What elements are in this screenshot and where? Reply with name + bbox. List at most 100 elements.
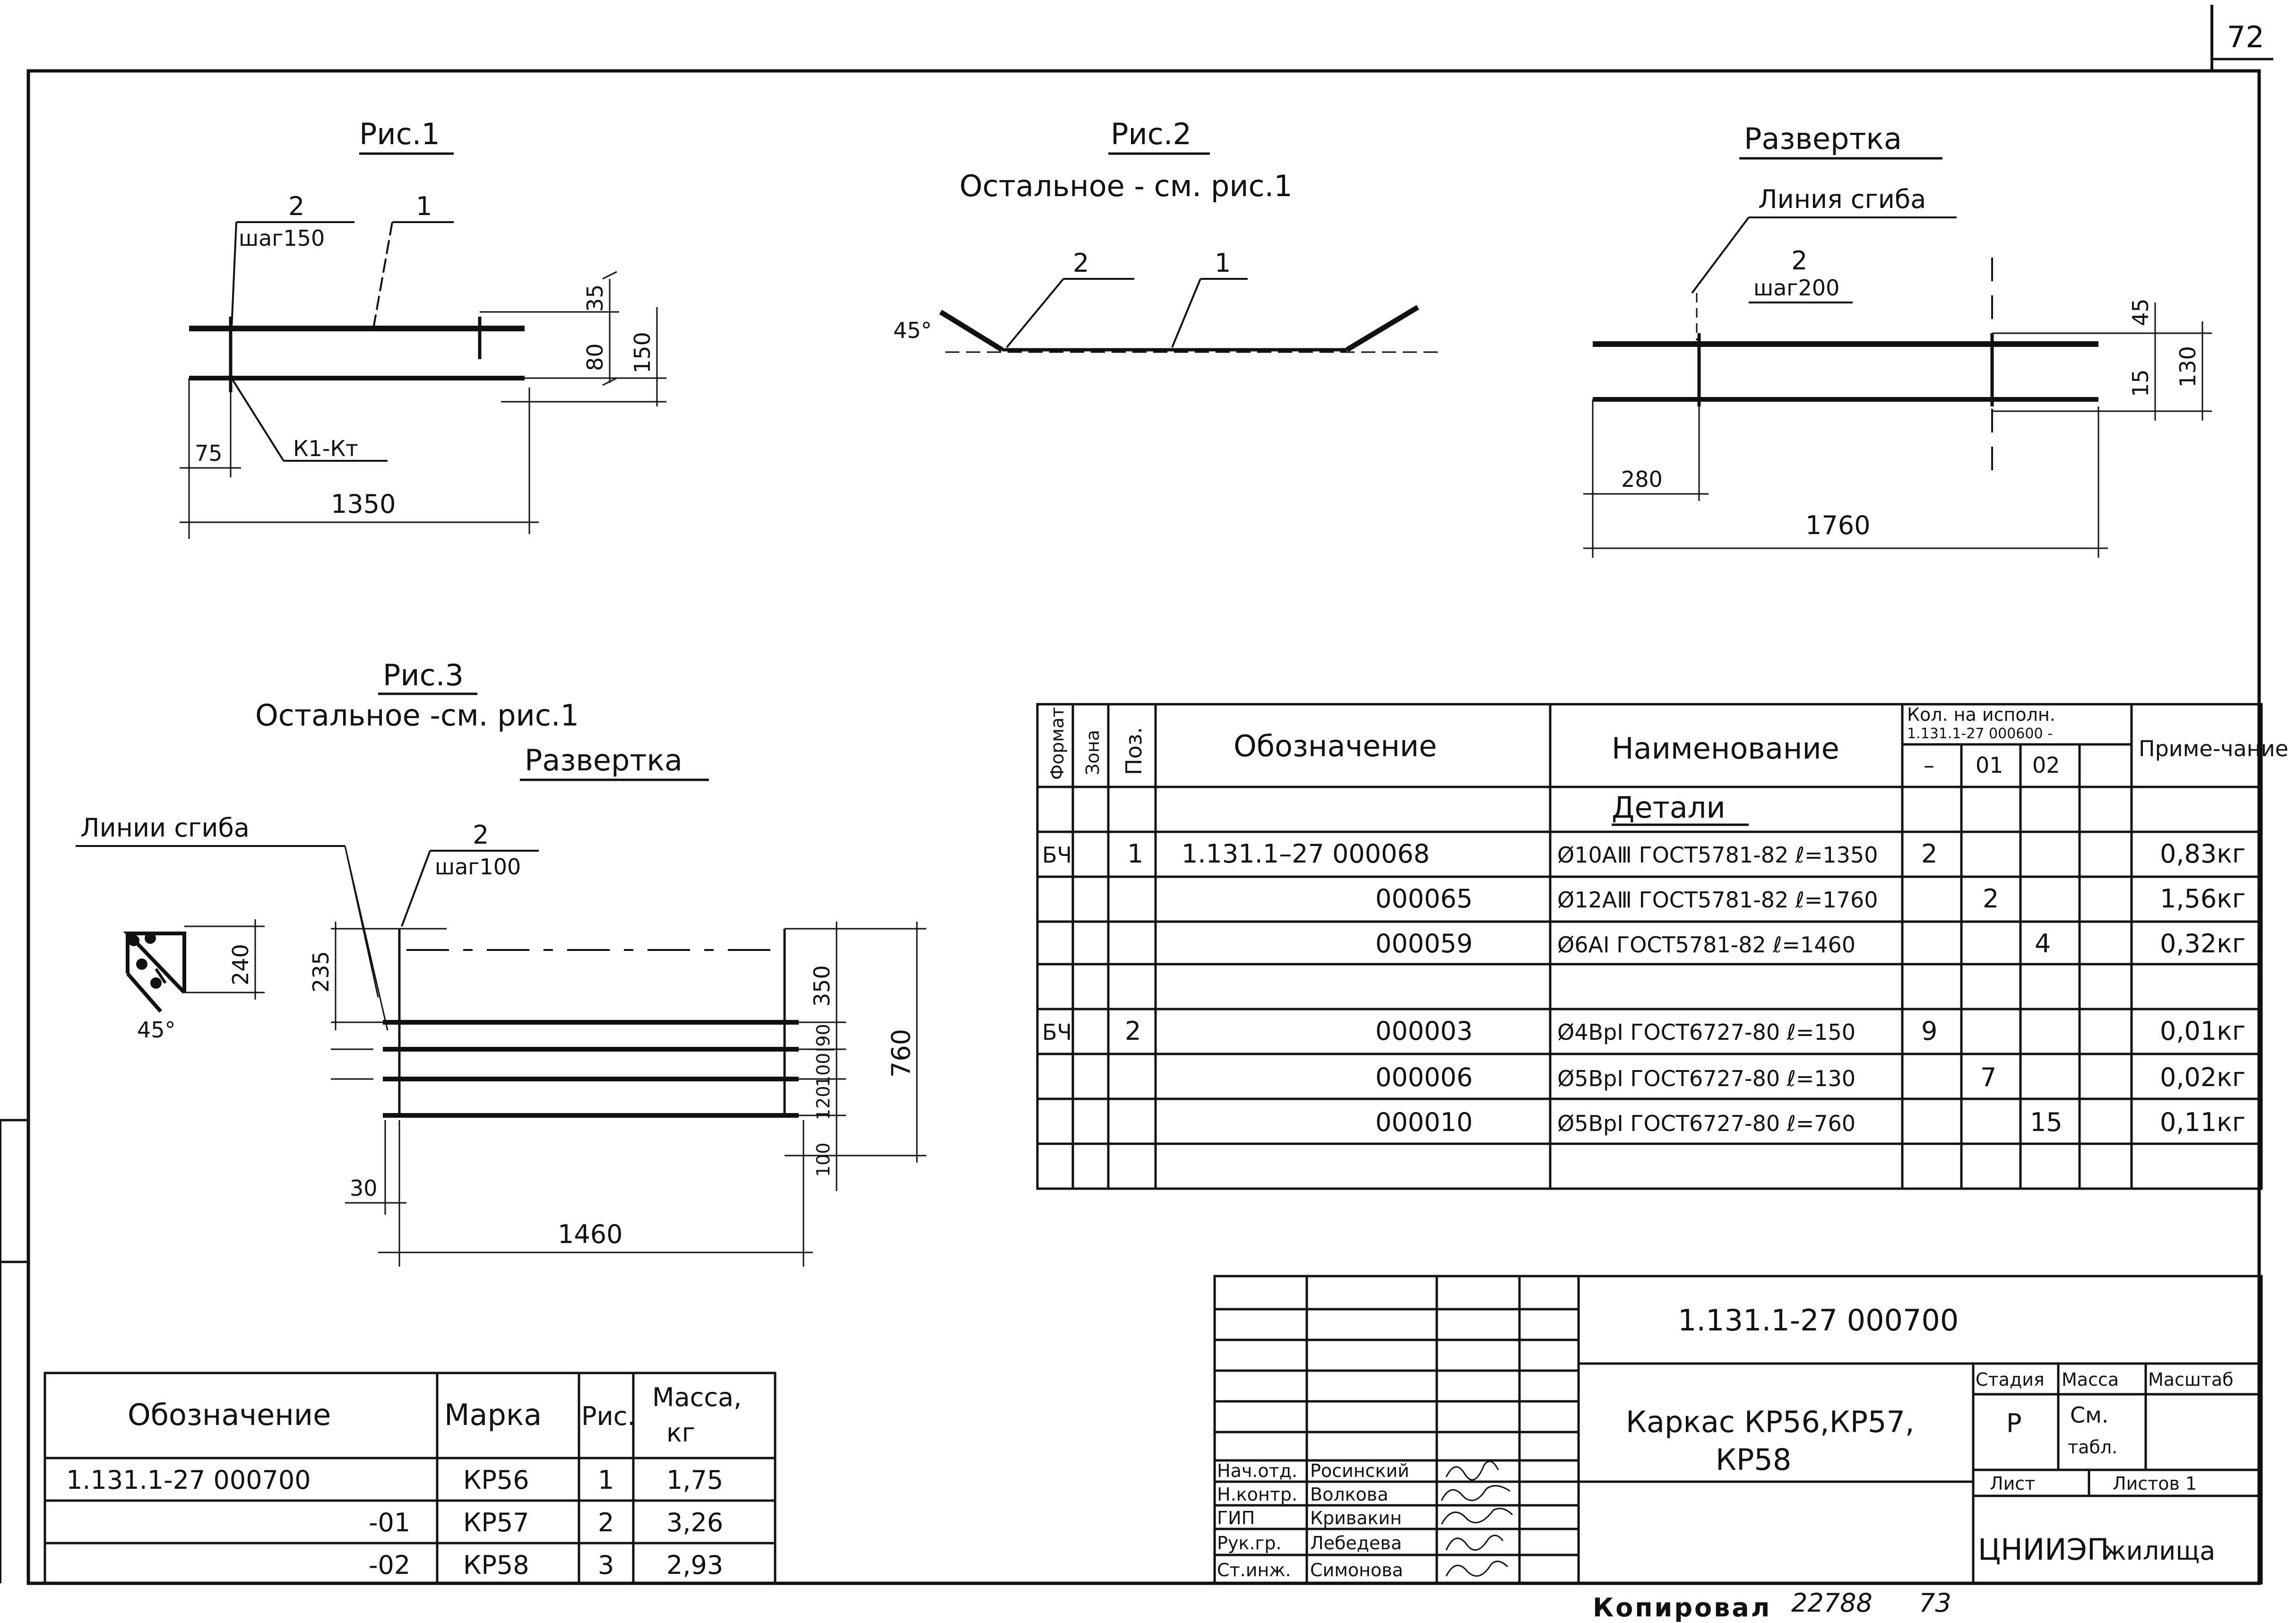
mark-row-mass: 3,26 [666,1508,723,1537]
spec-row: 000059 Ø6АI ГОСТ5781-82 ℓ=1460 4 0,32кг [1375,929,2245,958]
row-q0: 2 [1921,839,1937,869]
fig3-dim-350: 350 [809,965,835,1007]
hdr-designation: Обозначение [1234,729,1437,763]
row-name: Ø5ВрI ГОСТ6727-80 ℓ=130 [1557,1066,1856,1091]
scale-header: Масштаб [2148,1369,2234,1390]
mass-value-1: См. [2070,1402,2108,1428]
row-q2: 4 [2035,929,2051,958]
footer-num: 73 [1919,1588,1951,1618]
staff-row: ГИП Кривакин [1217,1508,1513,1528]
staff-row: Нач.отд. Росинский [1217,1460,1499,1481]
mark-table: Обозначение Марка Рис. Масса, кг 1.131.1… [43,1372,777,1585]
mark-hdr-mass-unit: кг [666,1418,695,1448]
row-note: 1,56кг [2160,884,2245,914]
raz1-dim-45: 45 [2128,298,2153,326]
fig1-dim-35: 35 [582,284,608,312]
hdr-qty-dash: – [1924,752,1934,778]
spec-row: 000065 Ø12АⅢ ГОСТ5781-82 ℓ=1760 2 1,56кг [1375,884,2245,914]
spec-row: 000006 Ø5ВрI ГОСТ6727-80 ℓ=130 7 0,02кг [1375,1062,2245,1092]
item-name-l2: КР58 [1716,1442,1791,1477]
mass-value-2: табл. [2068,1437,2117,1458]
staff-role: ГИП [1217,1508,1255,1528]
row-pos: 1 [1127,839,1143,869]
staff-name: Кривакин [1310,1508,1402,1528]
mass-header: Масса [2062,1369,2119,1390]
row-q2: 15 [2030,1107,2063,1137]
mark-row-mass: 1,75 [666,1465,723,1495]
raz1-dim-1760: 1760 [1805,510,1870,540]
row-designation: 1.131.1–27 000068 [1182,839,1430,869]
hdr-qty-sub: 1.131.1-27 000600 - [1907,725,2053,742]
item-name-l1: Каркас КР56,КР57, [1626,1405,1915,1439]
fig3-dim-30: 30 [350,1175,378,1201]
mark-row-mark: КР58 [463,1550,529,1580]
spec-row: 000010 Ø5ВрI ГОСТ6727-80 ℓ=760 15 0,11кг [1375,1107,2245,1137]
staff-role: Н.контр. [1217,1484,1297,1505]
row-designation: 000059 [1375,929,1473,958]
stage-header: Стадия [1976,1369,2045,1390]
fig1-dim-1350: 1350 [331,489,396,519]
footer-order: 22788 [1791,1588,1873,1618]
signature [1445,1535,1504,1551]
staff-name: Волкова [1310,1484,1389,1505]
row-name: Ø6АI ГОСТ5781-82 ℓ=1460 [1557,932,1856,958]
row-designation: 000065 [1375,884,1473,914]
mark-row-mark: КР56 [463,1465,529,1495]
row-designation: 000010 [1375,1107,1473,1137]
mark-row-fig: 1 [598,1465,614,1495]
row-note: 0,11кг [2160,1107,2245,1137]
hdr-name: Наименование [1612,731,1839,766]
row-name: Ø12АⅢ ГОСТ5781-82 ℓ=1760 [1557,887,1878,913]
fig2-subtitle: Остальное - см. рис.1 [959,169,1293,203]
row-note: 0,83кг [2160,839,2245,869]
mark-row-mark: КР57 [463,1508,529,1537]
staff-name: Симонова [1310,1560,1403,1580]
hdr-zone: Зона [1082,730,1103,775]
fig3-dim-100-90: 100|90 [813,1024,834,1087]
signature [1441,1508,1513,1525]
row-name: Ø10АⅢ ГОСТ5781-82 ℓ=1350 [1557,842,1878,868]
sheets-header: Листов 1 [2113,1473,2197,1494]
staff-row: Н.контр. Волкова [1217,1484,1511,1505]
figure-3: Рис.3 Остальное -см. рис.1 Развертка Лин… [76,658,926,1267]
org-name: ЦНИИЭП [1978,1532,2109,1567]
hdr-pos: Поз. [1121,727,1147,775]
row-format: БЧ [1042,1019,1072,1045]
figure-2: Рис.2 Остальное - см. рис.1 45° 2 1 [893,117,1441,353]
staff-name: Росинский [1310,1460,1409,1481]
staff-role: Нач.отд. [1217,1460,1297,1481]
mark-row-designation: 1.131.1-27 000700 [66,1465,311,1495]
hdr-qty-title: Кол. на исполн. [1907,704,2055,725]
row-q0: 9 [1921,1016,1937,1046]
raz1-title: Развертка [1744,121,1902,156]
row-pos: 2 [1125,1016,1141,1046]
row-q1: 7 [1980,1062,1996,1092]
figure-1: Рис.1 2 шаг150 1 35 80 150 К1-Кт [180,117,666,539]
fig1-weld: К1-Кт [293,436,358,461]
row-designation: 000006 [1375,1062,1473,1092]
mark-row-fig: 3 [598,1550,614,1580]
page-number: 72 [2227,20,2264,54]
fig1-pos1: 1 [416,191,432,221]
fig3-dim-240: 240 [228,944,253,985]
stage-value: Р [2006,1408,2022,1438]
mark-row-designation: -01 [369,1508,410,1537]
row-designation: 000003 [1375,1016,1473,1046]
fig1-step: шаг150 [239,225,325,251]
fig2-angle: 45° [893,318,932,343]
fig3-dim-235: 235 [308,951,334,993]
fig3-dim-100: 100 [813,1142,834,1177]
row-name: Ø5ВрI ГОСТ6727-80 ℓ=760 [1557,1111,1856,1136]
staff-row: Рук.гр. Лебедева [1217,1533,1504,1554]
row-note: 0,32кг [2160,929,2245,958]
frame [0,5,2273,1585]
hdr-note: Приме-чание [2139,736,2288,761]
fig2-pos1: 1 [1215,248,1231,278]
mark-row-designation: -02 [369,1550,410,1580]
org-name-2: жилища [2103,1536,2215,1566]
raz1-pos2: 2 [1791,246,1807,276]
mark-hdr-designation: Обозначение [128,1398,331,1432]
fig3-step: шаг100 [435,854,521,880]
row-name: Ø4ВрI ГОСТ6727-80 ℓ=150 [1557,1019,1856,1045]
staff-row: Ст.инж. Симонова [1217,1560,1509,1580]
